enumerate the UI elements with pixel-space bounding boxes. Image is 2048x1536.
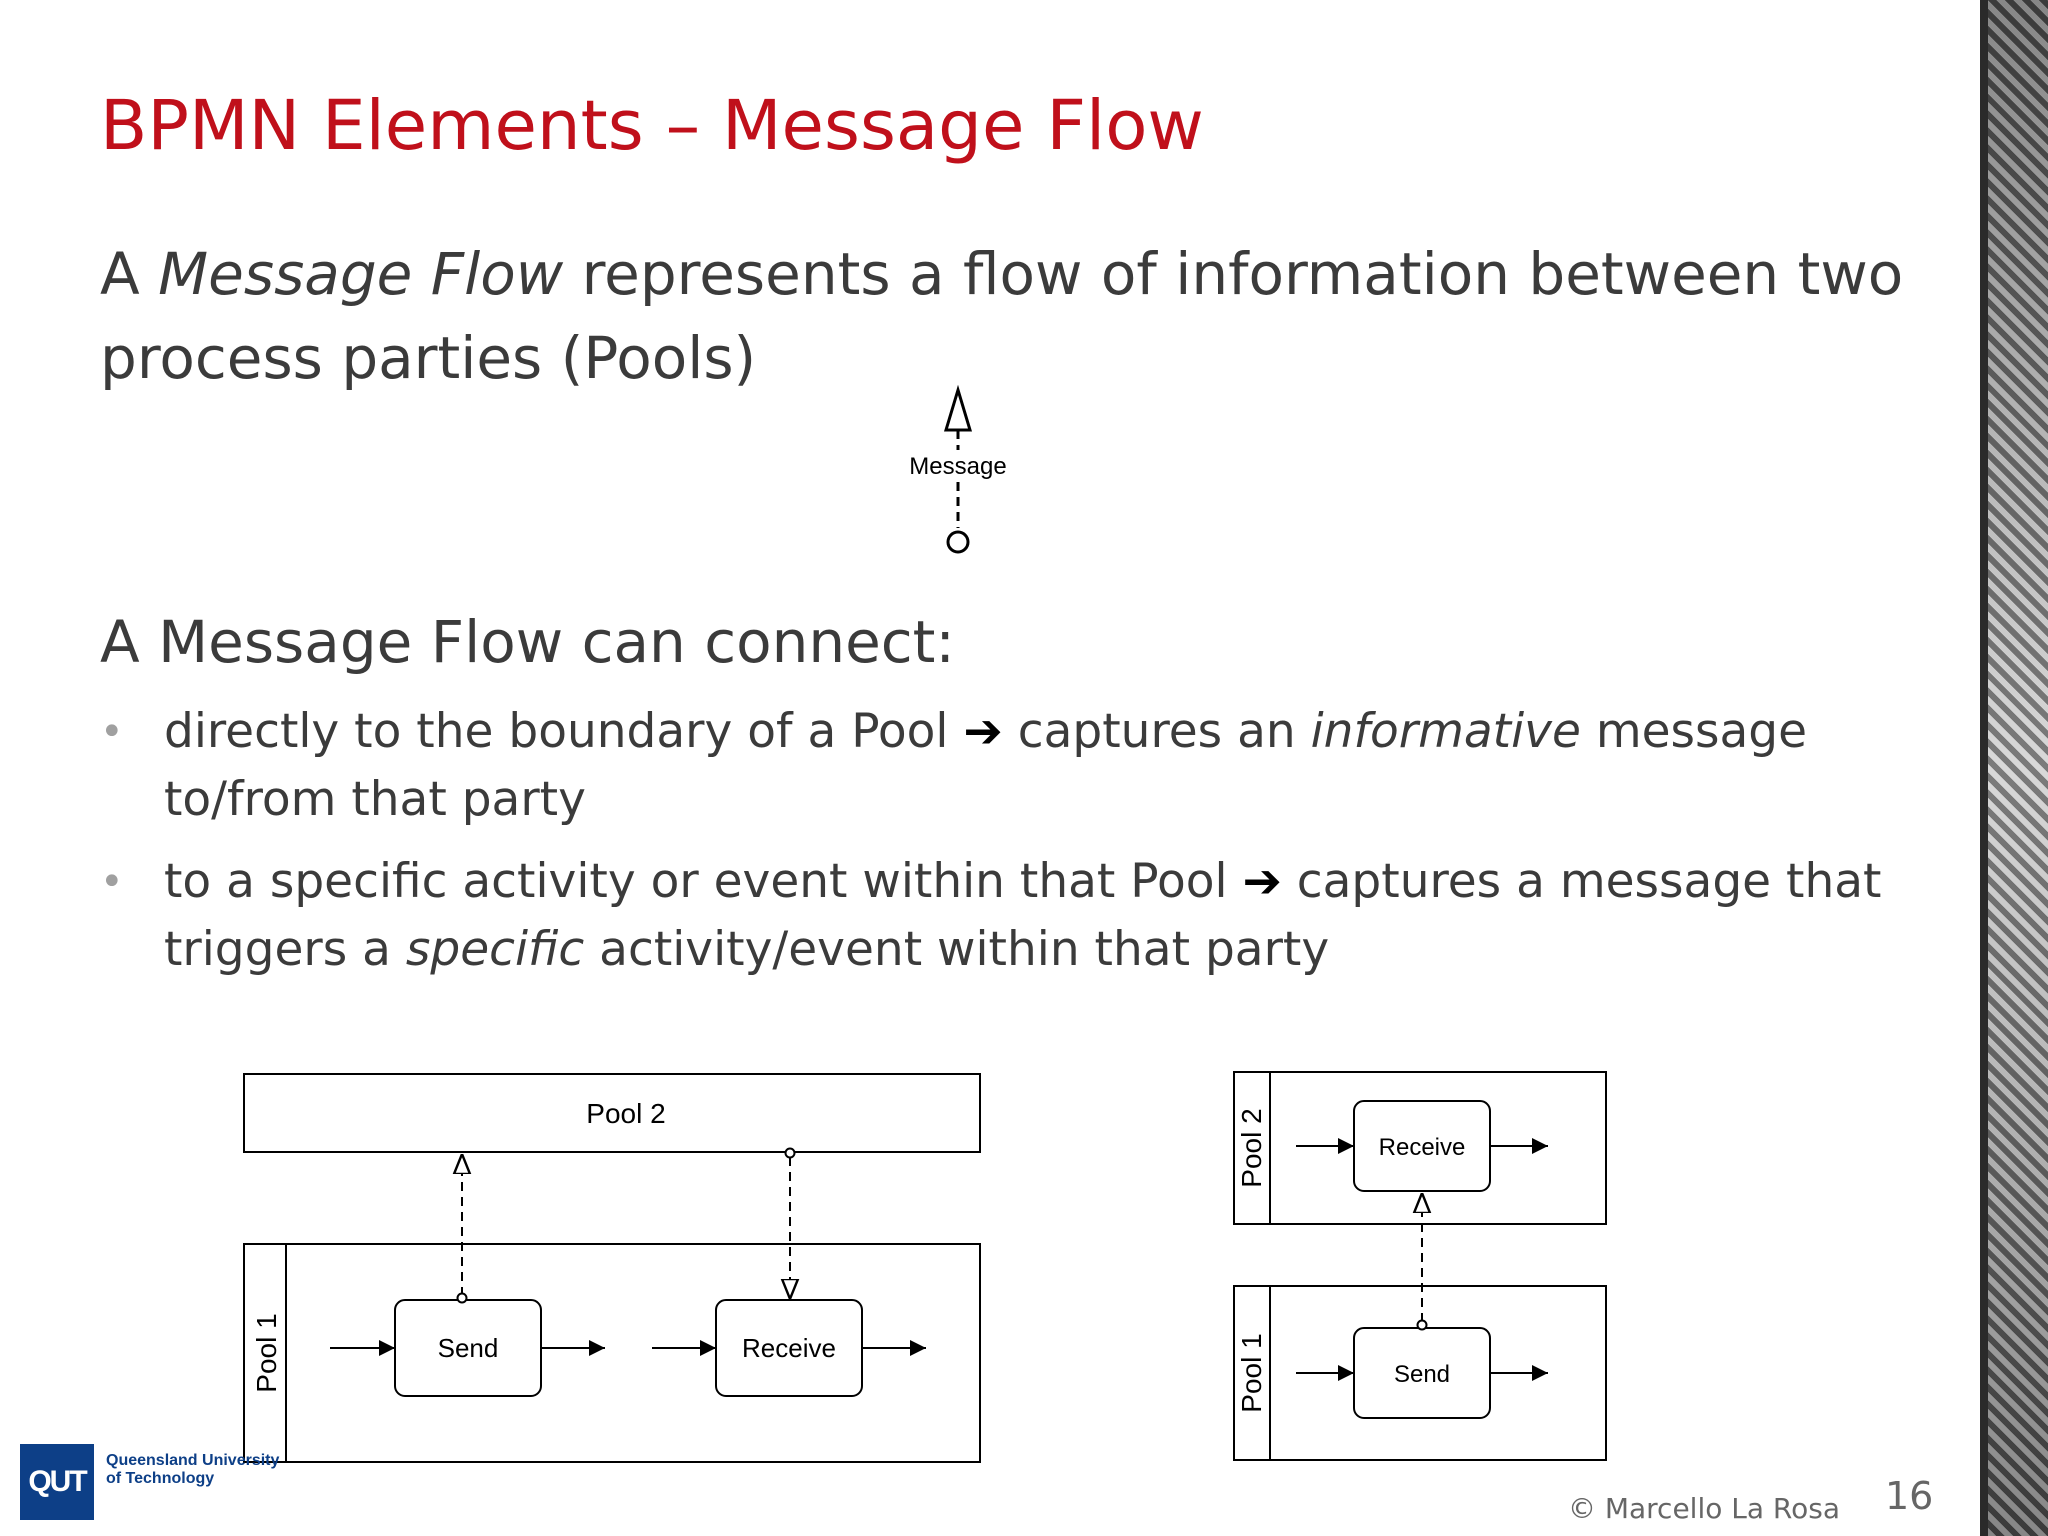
pool-2-box xyxy=(243,1073,981,1153)
qut-logo: QUT xyxy=(20,1444,94,1520)
connect-heading: A Message Flow can connect: xyxy=(100,608,955,676)
bullet-2-line-2-start: triggers a xyxy=(164,922,406,977)
decorative-side-strip xyxy=(1980,0,2048,1536)
pool-1-label: Pool 1 xyxy=(1236,1333,1267,1412)
message-flow-symbol: Message xyxy=(909,384,1007,554)
bullet-text: directly to the boundary of a Pool ➔ cap… xyxy=(164,698,1807,834)
page-number: 16 xyxy=(1885,1474,1934,1518)
task-receive-label: Receive xyxy=(742,1333,836,1363)
message-flow-origin-icon xyxy=(784,1147,796,1159)
right-arrow-icon: ➔ xyxy=(1242,854,1282,909)
intro-paragraph: A Message Flow represents a flow of info… xyxy=(100,232,1903,400)
bullet-2-text-mid: captures a message that xyxy=(1281,854,1882,909)
right-arrow-icon: ➔ xyxy=(963,704,1003,759)
bullet-1-text-end: message xyxy=(1580,704,1808,759)
pool-2-label: Pool 2 xyxy=(586,1098,665,1129)
bullet-text: to a specific activity or event within t… xyxy=(164,848,1881,984)
task-send-label: Send xyxy=(438,1333,499,1363)
intro-text-start: A xyxy=(100,240,159,308)
intro-line-1: A Message Flow represents a flow of info… xyxy=(100,232,1903,316)
pool-1-label: Pool 1 xyxy=(251,1313,282,1392)
slide-title: BPMN Elements – Message Flow xyxy=(100,86,1204,166)
qut-logo-line-1: Queensland University xyxy=(106,1452,280,1469)
bullet-1-line-2: to/from that party xyxy=(164,772,586,827)
copyright-footer: © Marcello La Rosa xyxy=(1567,1492,1840,1525)
message-label: Message xyxy=(909,453,1006,480)
bullet-marker: • xyxy=(100,859,124,905)
pool-2-label: Pool 2 xyxy=(1236,1108,1267,1187)
bullet-2-emphasis: specific xyxy=(405,922,585,977)
message-flow-origin-icon xyxy=(456,1292,468,1304)
task-send-label: Send xyxy=(1394,1361,1450,1388)
qut-logo-text: Queensland University of Technology xyxy=(106,1452,279,1488)
message-flow-origin-icon xyxy=(1416,1319,1428,1331)
intro-line-2: process parties (Pools) xyxy=(100,324,757,392)
bullet-2-line-2-end: activity/event within that party xyxy=(584,922,1330,977)
diagram-pool-boundary: Pool 2 Pool 1 Send Receive xyxy=(243,1073,981,1463)
diagram-specific-activity: Pool 2 Receive Pool 1 Send xyxy=(1233,1071,1607,1461)
bullet-1-emphasis: informative xyxy=(1310,704,1581,759)
message-source-circle-icon xyxy=(946,530,970,554)
task-receive-label: Receive xyxy=(1379,1134,1466,1161)
pool-1-box xyxy=(243,1243,981,1463)
bullet-marker: • xyxy=(100,709,124,755)
intro-term: Message Flow xyxy=(158,240,564,308)
bullet-2-text-start: to a specific activity or event within t… xyxy=(164,854,1243,909)
bullet-1-text-mid: captures an xyxy=(1002,704,1311,759)
message-arrowhead-icon xyxy=(943,384,973,432)
intro-text-end: represents a flow of information between… xyxy=(563,240,1904,308)
qut-logo-line-2: of Technology xyxy=(106,1470,215,1487)
bullet-1-text-start: directly to the boundary of a Pool xyxy=(164,704,964,759)
